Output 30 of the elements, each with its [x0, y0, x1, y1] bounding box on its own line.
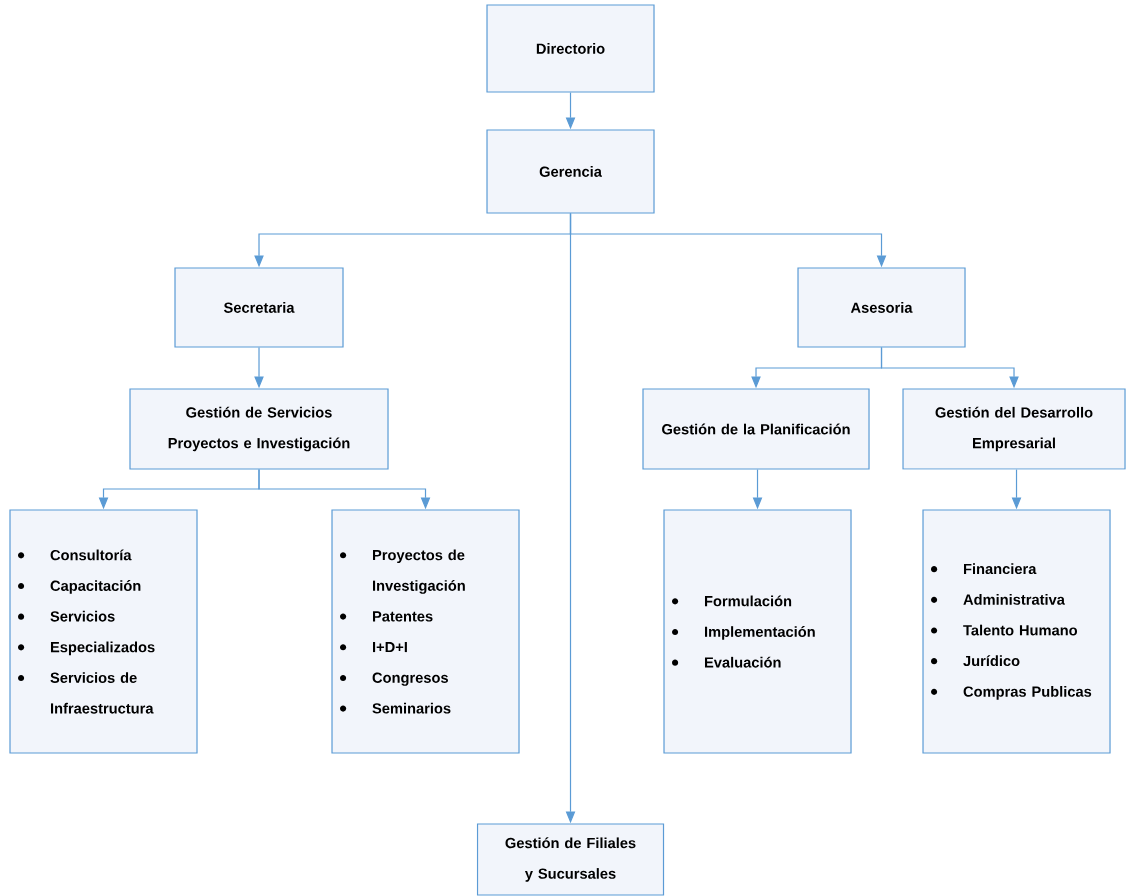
- org-box: Gestión de la Planificación: [642, 388, 870, 470]
- list-item: Evaluación: [672, 656, 781, 668]
- org-box: Gerencia: [486, 129, 655, 214]
- list-item: Servicios: [18, 610, 115, 622]
- list-item: Capacitación: [18, 580, 141, 594]
- list-item: Proyectos de Investigación: [340, 549, 465, 594]
- list-item: Especializados: [18, 641, 155, 656]
- list-box: [331, 509, 520, 754]
- org-box: Gestión de Filiales y Sucursales: [476, 823, 665, 896]
- list-item: Compras Publicas: [931, 686, 1092, 700]
- list-item: Seminarios: [340, 702, 451, 714]
- list-item: Consultoría: [18, 549, 132, 561]
- org-box: Asesoria: [797, 267, 966, 348]
- list-item: Patentes: [340, 611, 433, 622]
- list-box: [663, 509, 852, 754]
- org-box: Gestión del Desarrollo Empresarial: [902, 388, 1126, 470]
- list-box: [9, 509, 198, 754]
- org-box: Directorio: [486, 4, 655, 93]
- org-box: Secretaria: [174, 267, 344, 348]
- list-item: Congresos: [340, 672, 448, 686]
- list-item: I+D+I: [340, 642, 407, 653]
- list-item: Formulación: [672, 595, 792, 607]
- list-item: Administrativa: [931, 594, 1065, 605]
- list-item: Implementación: [672, 626, 815, 640]
- list-box: [922, 509, 1111, 754]
- list-item: Jurídico: [931, 655, 1020, 667]
- list-item: Talento Humano: [931, 624, 1078, 636]
- list-item: Servicios de Infraestructura: [18, 672, 154, 714]
- org-box: Gestión de Servicios Proyectos e Investigación: [129, 388, 389, 470]
- list-item: Financiera: [931, 563, 1037, 575]
